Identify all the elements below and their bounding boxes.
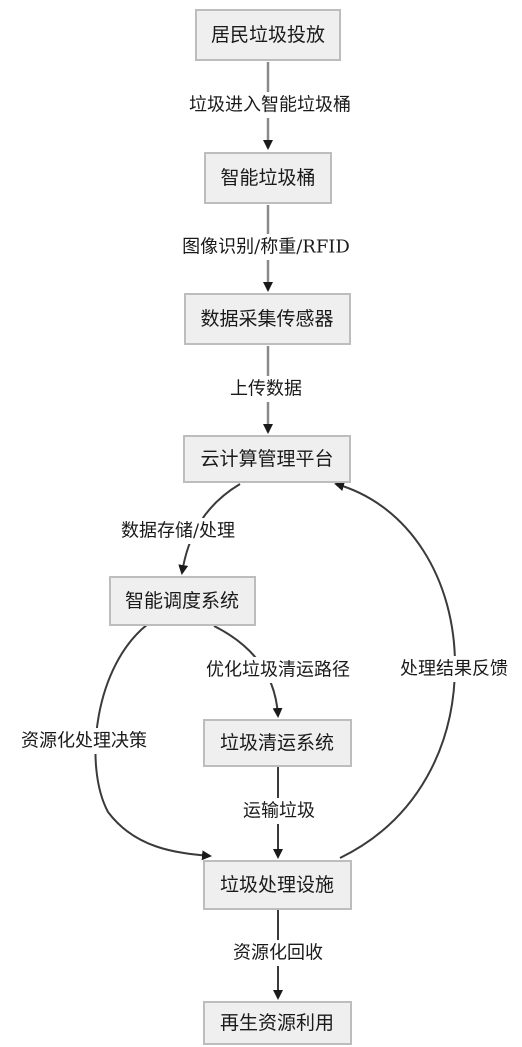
node-cloud-platform: 云计算管理平台	[183, 435, 351, 483]
edge-label-route-opt: 优化垃圾清运路径	[206, 660, 350, 681]
edge-label-upload: 上传数据	[230, 379, 302, 400]
svg-text:云计算管理平台: 云计算管理平台	[200, 448, 333, 470]
edge-dispatch-to-collection: 优化垃圾清运路径	[186, 625, 372, 718]
edge-label-recycle: 资源化回收	[233, 943, 323, 964]
svg-text:垃圾清运系统: 垃圾清运系统	[220, 732, 334, 754]
edge-treatment-to-cloud: 处理结果反馈	[334, 481, 521, 859]
edge-label-enter-bin: 垃圾进入智能垃圾桶	[189, 95, 351, 116]
node-collection-system: 垃圾清运系统	[203, 719, 352, 767]
edge-label-recognition: 图像识别/称重/RFID	[182, 237, 350, 258]
svg-text:智能垃圾桶: 智能垃圾桶	[220, 167, 315, 189]
svg-text:智能调度系统: 智能调度系统	[125, 590, 239, 612]
node-reuse: 再生资源利用	[203, 1001, 352, 1045]
svg-text:数据采集传感器: 数据采集传感器	[200, 308, 333, 330]
node-resident-disposal: 居民垃圾投放	[195, 9, 341, 61]
node-smart-dispatch: 智能调度系统	[109, 576, 256, 626]
node-smart-bin: 智能垃圾桶	[204, 152, 332, 204]
edge-sensor-to-cloud: 上传数据	[218, 346, 318, 434]
edge-bin-to-sensor: 图像识别/称重/RFID	[172, 205, 368, 292]
edge-label-transport: 运输垃圾	[243, 801, 315, 822]
node-treatment-facility: 垃圾处理设施	[203, 860, 352, 910]
node-data-sensor: 数据采集传感器	[184, 293, 351, 345]
edge-cloud-to-dispatch: 数据存储/处理	[104, 483, 254, 575]
edge-label-resource-decision: 资源化处理决策	[21, 731, 147, 752]
svg-text:垃圾处理设施: 垃圾处理设施	[220, 874, 334, 896]
edge-label-storage: 数据存储/处理	[121, 521, 235, 542]
edge-resident-to-bin: 垃圾进入智能垃圾桶	[172, 62, 368, 150]
svg-text:再生资源利用: 再生资源利用	[220, 1012, 334, 1034]
svg-text:居民垃圾投放: 居民垃圾投放	[211, 24, 325, 46]
edge-treatment-to-reuse: 资源化回收	[218, 910, 340, 1000]
edge-dispatch-to-treatment: 资源化处理决策	[8, 623, 212, 861]
edge-label-feedback: 处理结果反馈	[400, 659, 508, 680]
edge-collection-to-treatment: 运输垃圾	[232, 767, 326, 859]
